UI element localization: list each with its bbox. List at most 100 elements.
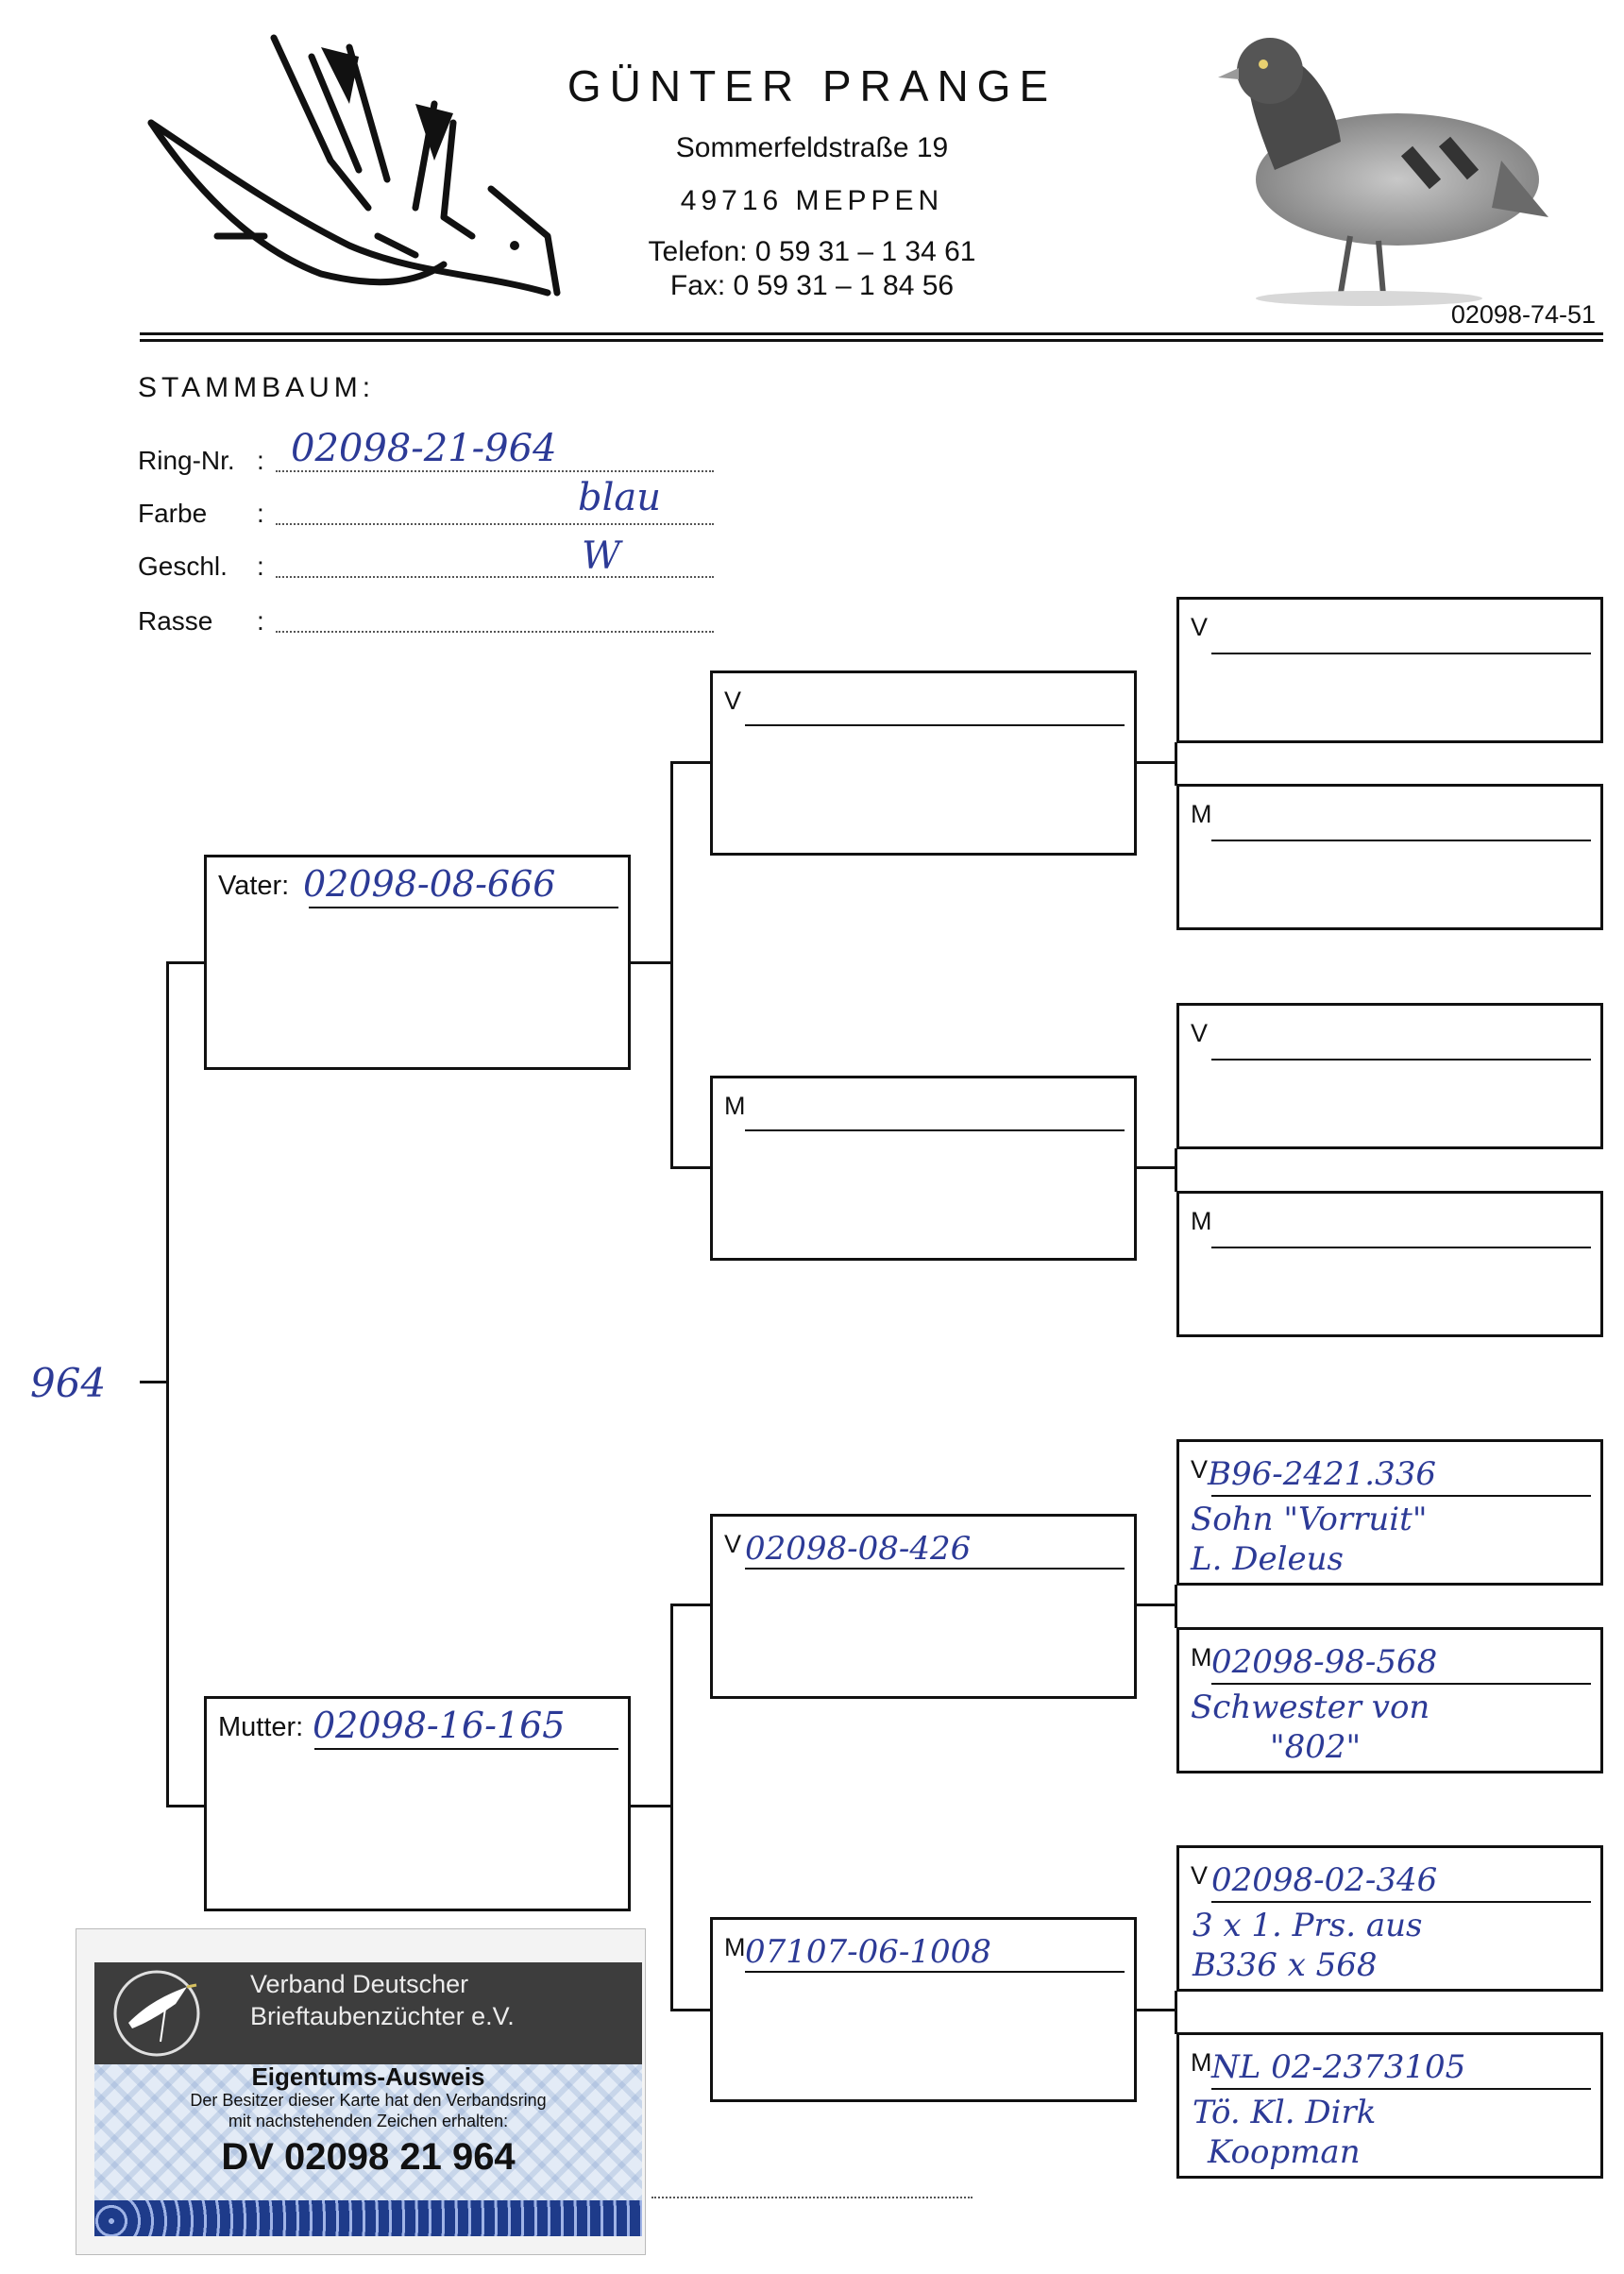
mutter-mutter-line [745, 1971, 1125, 1973]
farbe-colon: : [257, 499, 264, 528]
stork-logo-icon [113, 1970, 200, 2057]
connector [1175, 742, 1177, 786]
connector [1175, 1585, 1177, 1628]
ring-nr-label: Ring-Nr. [138, 446, 235, 475]
mv-m-ring: 02098-98-568 [1211, 1643, 1438, 1681]
farbe-field [276, 523, 714, 525]
vv-v-line [1211, 653, 1591, 654]
connector [670, 761, 673, 1169]
mv-v-note-2: L. Deleus [1191, 1540, 1344, 1578]
mutter-vater-box: V 02098-08-426 [710, 1514, 1137, 1699]
ring-nr-value: 02098-21-964 [291, 427, 557, 470]
vv-m-line [1211, 840, 1591, 841]
geschl-value: W [582, 535, 621, 578]
geschl-colon: : [257, 552, 264, 581]
flying-pigeon-sketch-icon [147, 34, 561, 297]
card-text-line-1: Der Besitzer dieser Karte hat den Verban… [190, 2091, 547, 2110]
mv-m-box: M 02098-98-568 Schwester von "802" [1176, 1627, 1603, 1773]
connector [1175, 1148, 1177, 1192]
connector [1135, 1604, 1176, 1606]
mm-m-line [1211, 2088, 1591, 2090]
connector [166, 961, 169, 1807]
mv-v-ring: B96-2421.336 [1208, 1455, 1436, 1493]
breeder-city: 49716 MEPPEN [680, 185, 944, 216]
connector [670, 1604, 710, 1606]
vater-box: Vater: 02098-08-666 [204, 855, 631, 1070]
connector [670, 1166, 710, 1169]
ring-nr-colon: : [257, 446, 264, 475]
vv-v-box: V [1176, 597, 1603, 743]
vm-v-line [1211, 1059, 1591, 1061]
card-security-pattern [94, 2064, 642, 2202]
mutter-mutter-box: M 07107-06-1008 [710, 1917, 1137, 2102]
pigeon-photo-icon [1218, 38, 1548, 306]
mm-v-box: V 02098-02-346 3 x 1. Prs. aus B336 x 56… [1176, 1845, 1603, 1992]
mutter-vater-label: V [724, 1530, 742, 1558]
mv-v-line [1211, 1495, 1591, 1497]
geschl-label: Geschl. [138, 552, 228, 581]
mm-v-note-2: B336 x 568 [1193, 1946, 1378, 1984]
mm-m-box: M NL 02-2373105 Tö. Kl. Dirk Koopman [1176, 2032, 1603, 2179]
mm-m-note-1: Tö. Kl. Dirk [1193, 2094, 1377, 2131]
mv-m-note-2: "802" [1270, 1728, 1362, 1766]
breeder-name: GÜNTER PRANGE [567, 61, 1057, 110]
vv-v-label: V [1191, 613, 1209, 641]
header-code: 02098-74-51 [1450, 300, 1596, 329]
connector [1135, 761, 1176, 764]
mutter-mutter-label: M [724, 1933, 746, 1961]
card-bottom-strip [94, 2200, 642, 2236]
card-body [94, 2064, 642, 2202]
card-title: Eigentums-Ausweis [251, 2062, 485, 2091]
card-registration-number: DV 02098 21 964 [221, 2136, 516, 2178]
connector [629, 1805, 672, 1807]
vv-m-box: M [1176, 784, 1603, 930]
connector [670, 2009, 710, 2011]
vater-label: Vater: [218, 871, 290, 901]
subject-ring: 964 [30, 1360, 107, 1406]
vater-line [309, 907, 618, 908]
mm-m-note-2: Koopman [1208, 2133, 1361, 2171]
rasse-field [276, 631, 714, 633]
mutter-mutter-ring: 07107-06-1008 [745, 1933, 991, 1971]
rasse-colon: : [257, 606, 264, 636]
mm-v-ring: 02098-02-346 [1211, 1861, 1438, 1899]
farbe-value: blau [578, 476, 662, 519]
connector [1175, 1991, 1177, 2034]
vater-vater-line [745, 724, 1125, 726]
form-title: STAMMBAUM: [138, 372, 376, 403]
mm-m-label: M [1191, 2048, 1212, 2077]
connector [166, 961, 204, 964]
connector [140, 1381, 168, 1383]
vater-vater-box: V [710, 670, 1137, 856]
connector [670, 1604, 673, 2011]
connector [166, 1805, 204, 1807]
mutter-vater-line [745, 1568, 1125, 1570]
rasse-label: Rasse [138, 606, 213, 636]
mutter-vater-ring: 02098-08-426 [745, 1530, 972, 1568]
vm-m-line [1211, 1247, 1591, 1248]
mm-m-ring: NL 02-2373105 [1211, 2048, 1466, 2086]
vater-mutter-line [745, 1129, 1125, 1131]
breeder-fax: Fax: 0 59 31 – 1 84 56 [669, 270, 955, 301]
connector [670, 761, 710, 764]
vm-m-box: M [1176, 1191, 1603, 1337]
mv-v-box: V B96-2421.336 Sohn "Vorruit" L. Deleus [1176, 1439, 1603, 1586]
vm-v-label: V [1191, 1019, 1209, 1047]
vater-mutter-box: M [710, 1076, 1137, 1261]
mutter-line [314, 1748, 618, 1750]
mm-v-line [1211, 1901, 1591, 1903]
mutter-label: Mutter: [218, 1712, 304, 1742]
mv-m-line [1211, 1683, 1591, 1685]
vm-v-box: V [1176, 1003, 1603, 1149]
mm-v-note-1: 3 x 1. Prs. aus [1193, 1907, 1423, 1944]
geschl-field [276, 576, 714, 578]
farbe-label: Farbe [138, 499, 208, 528]
mv-v-note-1: Sohn "Vorruit" [1191, 1501, 1428, 1538]
card-org-line-1: Verband Deutscher [250, 1970, 469, 1998]
mutter-box: Mutter: 02098-16-165 [204, 1696, 631, 1911]
card-text-line-2: mit nachstehenden Zeichen erhalten: [228, 2112, 509, 2130]
ring-nr-field [276, 470, 714, 472]
connector [1135, 1166, 1176, 1169]
mv-m-note-1: Schwester von [1191, 1689, 1430, 1726]
card-header [94, 1962, 642, 2064]
